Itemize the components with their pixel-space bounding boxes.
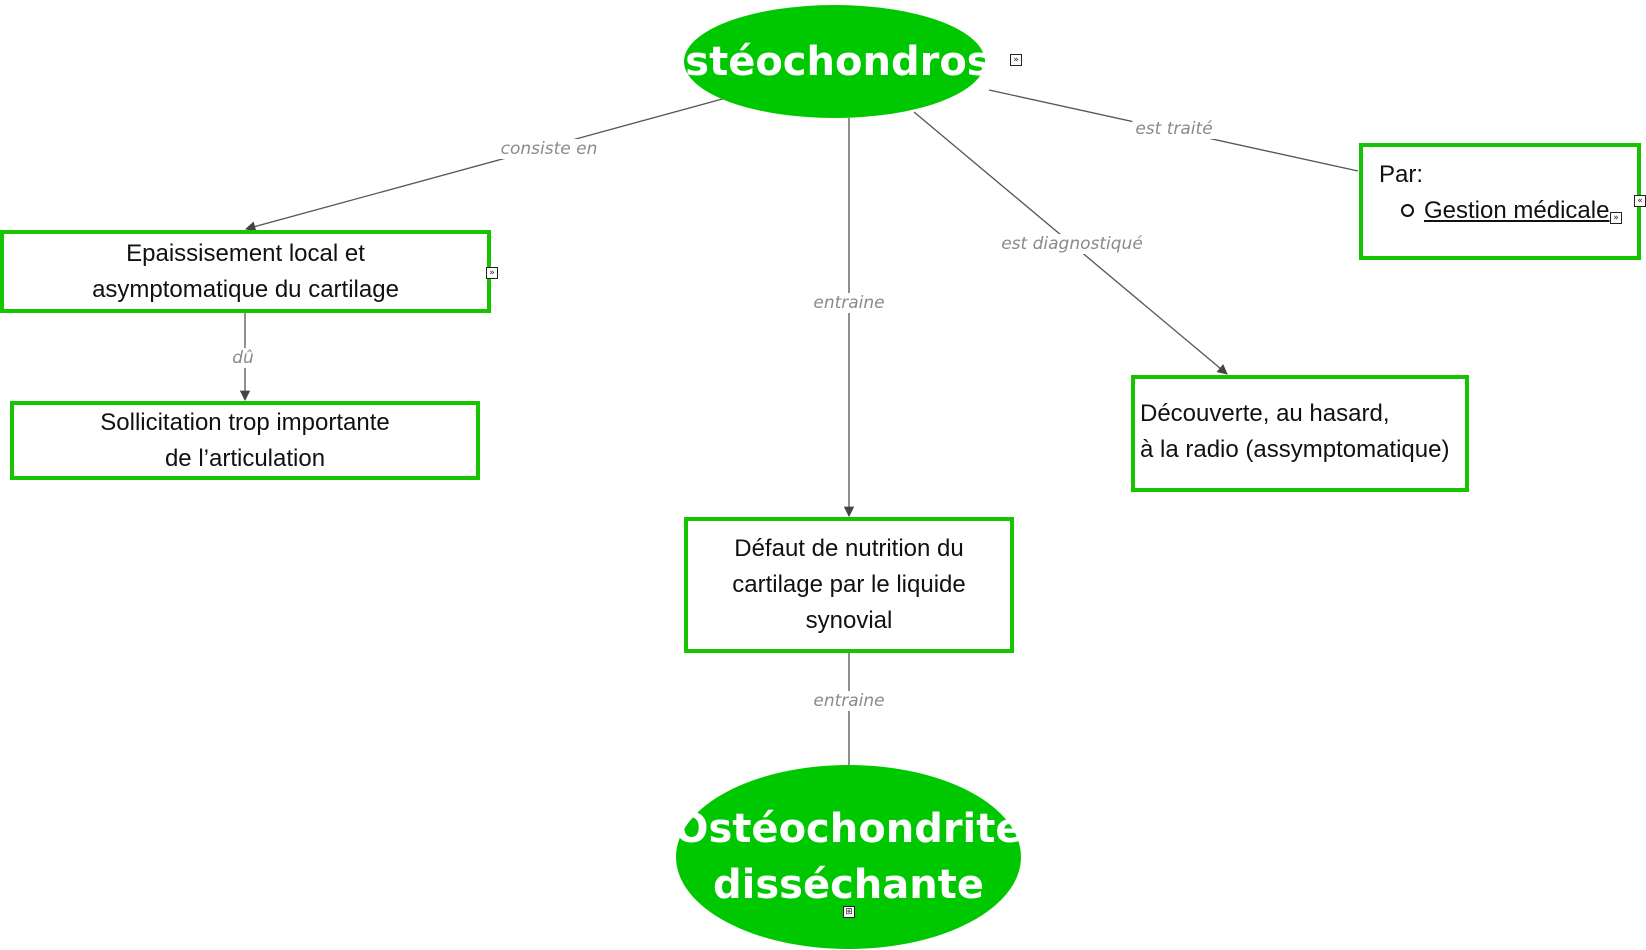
concept-node-epaississement[interactable]: Epaissisement local et asymptomatique du… <box>0 230 491 313</box>
concept-node-decouverte[interactable]: Découverte, au hasard, à la radio (assym… <box>1131 375 1469 492</box>
node-text-line: de l’articulation <box>164 444 326 472</box>
collapse-icon[interactable]: « <box>1634 195 1646 207</box>
link-label-du: dû <box>229 348 257 368</box>
node-text-line: Ostéochondrite <box>674 806 1023 852</box>
resource-link[interactable]: Gestion médicale <box>1424 197 1610 224</box>
expand-icon[interactable]: » <box>1010 54 1022 66</box>
node-text-line: disséchante <box>713 862 984 908</box>
expand-icon[interactable]: » <box>1610 212 1622 224</box>
concept-node-traitement[interactable]: Par: Gestion médicale <box>1359 143 1641 260</box>
link-line-consiste-en <box>244 97 727 232</box>
node-heading: Par: <box>1379 161 1424 188</box>
node-text-line: Défaut de nutrition du <box>734 535 964 562</box>
node-text-line: cartilage par le liquide <box>732 571 966 598</box>
link-label-entraine-2: entraine <box>810 691 888 711</box>
node-text-line: synovial <box>805 607 893 634</box>
link-label-est-traite: est traité <box>1132 119 1216 139</box>
resource-list-item[interactable]: Gestion médicale <box>1379 193 1627 229</box>
node-text-line: à la radio (assymptomatique) <box>1140 436 1450 463</box>
list-bullet-icon <box>1401 204 1414 218</box>
link-label-consiste-en: consiste en <box>497 139 601 159</box>
root-concept-node[interactable]: Ostéochondrose <box>651 5 1018 118</box>
concept-node-defaut-nutrition[interactable]: Défaut de nutrition du cartilage par le … <box>684 517 1014 653</box>
expand-icon[interactable]: » <box>486 267 498 279</box>
link-label-est-diagnostique: est diagnostiqué <box>998 234 1146 254</box>
node-text-line: asymptomatique du cartilage <box>92 275 399 303</box>
link-label-entraine-1: entraine <box>810 293 888 313</box>
concept-node-sollicitation[interactable]: Sollicitation trop importante de l’artic… <box>10 401 480 480</box>
node-text-line: Découverte, au hasard, <box>1140 400 1390 427</box>
node-text-line: Epaissisement local et <box>126 239 365 267</box>
root-concept-label: Ostéochondrose <box>651 38 1018 85</box>
concept-map-icon[interactable]: ⊞ <box>843 906 855 918</box>
concept-node-osteochondrite[interactable]: Ostéochondrite disséchante <box>674 765 1023 949</box>
node-text-line: Sollicitation trop importante <box>100 408 390 436</box>
